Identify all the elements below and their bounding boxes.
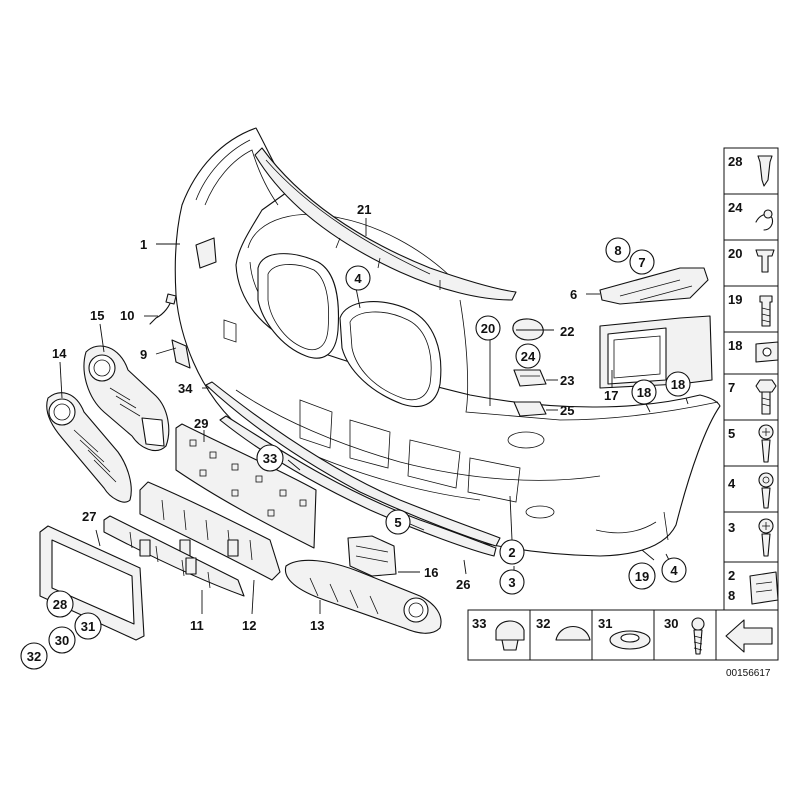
- bracket-9: [171, 339, 191, 369]
- grille-insert-15: [83, 345, 170, 451]
- lower-grille-12: [139, 481, 281, 581]
- bottom-label-32: 32: [536, 616, 550, 631]
- label-26: 26: [456, 577, 470, 592]
- label-7: 7: [638, 255, 645, 270]
- trim-strip-34: [205, 381, 501, 547]
- label-4-bottom: 4: [670, 563, 678, 578]
- label-13: 13: [310, 618, 324, 633]
- lower-grille-11: [103, 515, 245, 597]
- label-3: 3: [508, 575, 515, 590]
- lower-intake-openings: [299, 399, 521, 503]
- label-6: 6: [570, 287, 577, 302]
- bracket-23: [513, 369, 547, 387]
- label-32: 32: [27, 649, 41, 664]
- side-label-28: 28: [728, 154, 742, 169]
- label-18-b: 18: [671, 377, 685, 392]
- spring-clip-icon: [755, 213, 774, 231]
- label-28: 28: [53, 597, 67, 612]
- diagram-code: 00156617: [726, 668, 771, 679]
- push-clip-icon: [757, 155, 773, 187]
- label-23: 23: [560, 373, 574, 388]
- impact-absorber-29: [175, 423, 317, 549]
- label-34: 34: [178, 381, 193, 396]
- label-8: 8: [614, 243, 621, 258]
- fog-grille-13: [284, 559, 442, 634]
- screw-4-icon: [758, 472, 774, 488]
- bottom-label-33: 33: [472, 616, 486, 631]
- side-label-19: 19: [728, 292, 742, 307]
- upper-support-strip: [254, 147, 517, 301]
- bracket-16: [347, 535, 397, 577]
- label-19: 19: [635, 569, 649, 584]
- rivet-icon: [755, 249, 775, 273]
- label-14: 14: [52, 346, 67, 361]
- side-label-4: 4: [728, 476, 736, 491]
- part-labels: 1 21 6 10 15 9 14 34 22 23 25 17 29 16 2…: [52, 202, 618, 633]
- label-18-a: 18: [637, 385, 651, 400]
- label-11: 11: [190, 618, 204, 633]
- side-label-24: 24: [728, 200, 743, 215]
- cap-22: [512, 318, 544, 341]
- screw-30-icon: [691, 617, 705, 631]
- side-label-3: 3: [728, 520, 735, 535]
- hex-bolt-icon: [755, 379, 777, 393]
- kidney-grille-openings: [257, 253, 442, 408]
- bottom-label-30: 30: [664, 616, 678, 631]
- label-20: 20: [481, 321, 495, 336]
- plug-33-icon: [495, 620, 525, 641]
- label-21: 21: [357, 202, 371, 217]
- side-label-20: 20: [728, 246, 742, 261]
- label-15: 15: [90, 308, 104, 323]
- bottom-label-31: 31: [598, 616, 612, 631]
- cap-32-icon: [555, 625, 591, 641]
- label-16: 16: [424, 565, 438, 580]
- direction-arrow-icon: [725, 619, 773, 653]
- bracket-6-7-8: [599, 267, 709, 305]
- bracket-25: [513, 401, 547, 417]
- label-22: 22: [560, 324, 574, 339]
- clip-2-8-icon: [749, 571, 779, 605]
- label-17: 17: [604, 388, 618, 403]
- label-2: 2: [508, 545, 515, 560]
- side-label-2: 2: [728, 568, 735, 583]
- label-33-main: 33: [263, 451, 277, 466]
- label-10: 10: [120, 308, 134, 323]
- screw-19-icon: [759, 295, 773, 327]
- side-label-18: 18: [728, 338, 742, 353]
- trim-strip-26: [219, 415, 497, 557]
- circled-labels: 4 8 7 20 24 18 18 33 5 2 3 19 4 28 31 30…: [20, 237, 691, 670]
- label-9: 9: [140, 347, 147, 362]
- label-12: 12: [242, 618, 256, 633]
- fastener-side-panel: 28 24 20 19 18 7 5 4 3 2 8: [723, 147, 779, 613]
- air-duct-17: [599, 315, 713, 389]
- label-27: 27: [82, 509, 96, 524]
- fastener-bottom-row: 33 32 31 30: [467, 609, 779, 661]
- leader-lines: [59, 218, 689, 615]
- label-4-top: 4: [354, 271, 362, 286]
- side-label-7: 7: [728, 380, 735, 395]
- side-label-8: 8: [728, 588, 735, 603]
- side-label-5: 5: [728, 426, 735, 441]
- label-25: 25: [560, 403, 574, 418]
- grille-insert-14: [46, 392, 132, 503]
- label-29: 29: [194, 416, 208, 431]
- label-24: 24: [521, 349, 536, 364]
- label-31: 31: [81, 619, 95, 634]
- label-5: 5: [394, 515, 401, 530]
- label-30: 30: [55, 633, 69, 648]
- label-1: 1: [140, 237, 147, 252]
- license-plate-holder-27: [39, 525, 145, 641]
- clip-10: [149, 293, 177, 325]
